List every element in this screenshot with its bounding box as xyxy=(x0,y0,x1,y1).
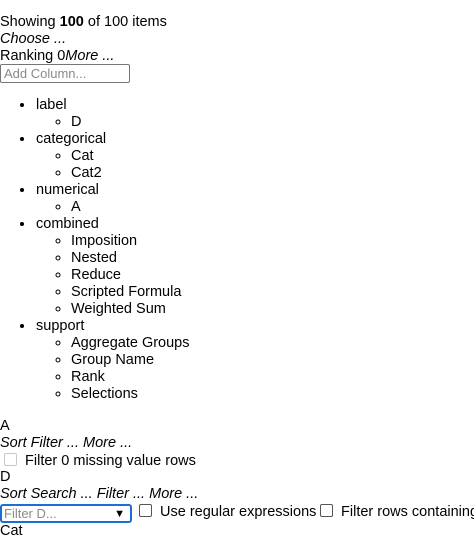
menu-item-imposition[interactable]: Imposition xyxy=(71,233,190,250)
search-button[interactable]: Search xyxy=(30,486,77,502)
column-a-actions: Sort Filter ... More ... xyxy=(0,435,132,451)
add-column-input[interactable] xyxy=(0,64,130,83)
sort-button[interactable]: Sort xyxy=(0,486,27,502)
choose-button[interactable]: Choose ... xyxy=(0,31,67,47)
menu-group-categorical: categorical Cat Cat2 xyxy=(35,131,190,182)
separator-ellipsis: ... xyxy=(80,486,93,502)
menu-item-selections[interactable]: Selections xyxy=(71,386,190,403)
menu-group-label: label D xyxy=(35,97,190,131)
menu-item-scripted-formula[interactable]: Scripted Formula xyxy=(71,284,190,301)
ranking-label: Ranking 0 xyxy=(0,48,66,64)
chevron-down-icon: ▼ xyxy=(114,508,125,520)
column-d-header[interactable]: D xyxy=(0,469,11,485)
column-cat-header[interactable]: Cat xyxy=(0,523,23,539)
menu-item-cat2[interactable]: Cat2 xyxy=(71,165,190,182)
filter-button[interactable]: Filter xyxy=(96,486,129,502)
showing-suffix: of 100 items xyxy=(83,14,167,30)
filter-rows-checkbox[interactable] xyxy=(320,504,333,517)
more-button[interactable]: ... More ... xyxy=(66,435,133,451)
ranking-header: Ranking 0More ... xyxy=(0,48,114,64)
menu-group-name: support xyxy=(36,318,85,334)
filter-missing-label: Filter 0 missing value rows xyxy=(25,453,196,469)
menu-item-aggregate-groups[interactable]: Aggregate Groups xyxy=(71,335,190,352)
menu-item-d[interactable]: D xyxy=(71,114,190,131)
menu-group-combined: combined Imposition Nested Reduce Script… xyxy=(35,216,190,318)
menu-group-name: numerical xyxy=(36,182,99,198)
column-type-menu: label D categorical Cat Cat2 numerical A… xyxy=(0,97,190,403)
menu-group-numerical: numerical A xyxy=(35,182,190,216)
menu-item-weighted-sum[interactable]: Weighted Sum xyxy=(71,301,190,318)
regex-option: Use regular expressions xyxy=(139,504,316,520)
ranking-more-button[interactable]: More ... xyxy=(65,48,115,64)
menu-item-nested[interactable]: Nested xyxy=(71,250,190,267)
menu-item-reduce[interactable]: Reduce xyxy=(71,267,190,284)
filter-missing-checkbox[interactable] xyxy=(4,453,17,466)
showing-summary: Showing 100 of 100 items xyxy=(0,14,167,30)
column-a-header[interactable]: A xyxy=(0,418,10,434)
column-d-actions: Sort Search ... Filter ... More ... xyxy=(0,486,198,502)
filter-d-select[interactable]: Filter D... ▼ xyxy=(0,504,132,523)
filter-button[interactable]: Filter xyxy=(30,435,63,451)
menu-group-name: label xyxy=(36,97,67,113)
filter-rows-option: Filter rows containing xyxy=(320,504,474,520)
menu-item-rank[interactable]: Rank xyxy=(71,369,190,386)
menu-group-name: categorical xyxy=(36,131,107,147)
menu-group-support: support Aggregate Groups Group Name Rank… xyxy=(35,318,190,403)
more-button[interactable]: ... More ... xyxy=(133,486,199,502)
regex-label: Use regular expressions xyxy=(160,504,317,520)
menu-item-a[interactable]: A xyxy=(71,199,190,216)
menu-item-group-name[interactable]: Group Name xyxy=(71,352,190,369)
menu-group-name: combined xyxy=(36,216,99,232)
filter-missing-row: Filter 0 missing value rows xyxy=(4,453,196,469)
filter-d-placeholder: Filter D... xyxy=(4,506,57,521)
showing-count: 100 xyxy=(59,14,84,30)
regex-checkbox[interactable] xyxy=(139,504,152,517)
sort-button[interactable]: Sort xyxy=(0,435,27,451)
showing-prefix: Showing xyxy=(0,14,60,30)
menu-item-cat[interactable]: Cat xyxy=(71,148,190,165)
filter-rows-label: Filter rows containing xyxy=(341,504,474,520)
